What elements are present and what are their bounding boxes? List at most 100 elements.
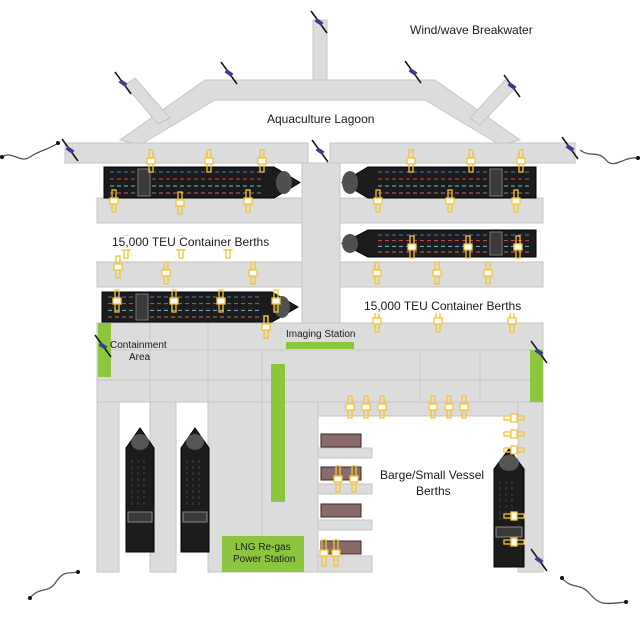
green-facilities	[98, 323, 543, 572]
gantry-crane-icon	[513, 235, 523, 259]
gantry-crane-icon	[445, 189, 455, 213]
lower-wharf	[96, 379, 544, 403]
wave-energy-devices	[0, 141, 640, 605]
container-ship-icon	[341, 166, 537, 199]
pier-left-1	[96, 197, 303, 224]
breakwater-label: Wind/wave Breakwater	[410, 23, 533, 37]
gantry-crane-icon	[503, 413, 525, 423]
breakwater-arch	[118, 79, 522, 146]
imaging-station-label: Imaging Station	[286, 329, 356, 340]
wind-turbine-icon	[530, 340, 548, 364]
central-spine	[301, 162, 341, 324]
gantry-crane-icon	[361, 395, 371, 419]
breakwater-right-span	[329, 142, 576, 164]
vessels	[101, 166, 537, 568]
wind-turbine-icon	[220, 61, 238, 85]
buoy-marker	[56, 141, 60, 145]
buoy-marker	[636, 156, 640, 160]
buoy-marker	[76, 570, 80, 574]
gantry-crane-icon	[146, 149, 156, 173]
gantry-crane-icon	[331, 539, 341, 567]
yard-grid-lines	[97, 323, 543, 572]
gantry-crane-icon	[377, 395, 387, 419]
barge-finger-4	[317, 555, 373, 573]
lng-power-station-block	[222, 536, 304, 572]
gantry-crane-icon	[271, 289, 281, 313]
barge-finger-1	[317, 447, 373, 459]
gantry-crane-icon	[204, 149, 214, 173]
barge-icon	[320, 503, 362, 518]
breakwater-left-spur	[124, 77, 171, 125]
gantry-crane-icon	[444, 395, 454, 419]
gantry-crane-icon	[372, 261, 382, 285]
barge-finger-3	[317, 519, 373, 531]
east-facility-block	[530, 350, 543, 402]
breakwater-left-span	[64, 142, 309, 164]
barge-finger-2	[317, 483, 373, 495]
container-ship-icon	[103, 166, 301, 199]
containment-area-block	[98, 323, 111, 377]
container-berths-right-label: 15,000 TEU Container Berths	[364, 299, 522, 313]
container-ship-icon	[125, 427, 155, 553]
wave-generator-icon	[579, 149, 639, 165]
gantry-crane-icon	[373, 189, 383, 213]
gantry-crane-icon	[503, 511, 525, 521]
container-ship-icon	[180, 427, 210, 553]
gantry-crane-icon	[216, 289, 226, 313]
wind-turbine-icon	[530, 548, 548, 572]
terminal-piers	[96, 162, 544, 573]
gantry-crane-icon	[169, 289, 179, 313]
wind-turbine-icon	[114, 71, 132, 95]
barge-berths-label-line2: Berths	[416, 484, 451, 498]
gantry-crane-icon	[511, 189, 521, 213]
pier-right-2	[339, 261, 544, 288]
wind-turbines	[61, 10, 579, 572]
wave-generator-icon	[561, 577, 627, 605]
wind-turbine-icon	[404, 60, 422, 84]
gantry-crane-icon	[345, 395, 355, 419]
storage-strip	[271, 364, 285, 502]
barge-icon	[320, 540, 362, 555]
breakwater	[64, 19, 576, 164]
wind-turbine-icon	[310, 10, 328, 34]
gantry-crane-icon	[175, 191, 185, 215]
west-quay	[96, 401, 120, 573]
gantry-crane-icon	[503, 429, 525, 439]
gantry-crane-icon	[112, 289, 122, 313]
barge-berths-label-line1: Barge/Small Vessel	[380, 468, 485, 482]
lng-label-line2: Power Station	[233, 554, 296, 565]
gantry-crane-icon	[466, 149, 476, 173]
container-ship-icon	[340, 229, 537, 258]
gantry-crane-icon	[319, 539, 329, 567]
wind-turbine-icon	[311, 139, 329, 163]
wind-turbine-icon	[94, 334, 112, 358]
imaging-station-block	[286, 342, 354, 349]
gantry-crane-icon	[333, 465, 343, 493]
gantry-crane-icon	[406, 149, 416, 173]
gantry-crane-icon	[243, 189, 253, 213]
buoy-marker	[624, 600, 628, 604]
wave-generator-icon	[29, 571, 79, 599]
lng-label-line1: LNG Re-gas	[235, 542, 291, 553]
gantry-crane-icon	[503, 445, 525, 455]
gantry-crane-icon	[257, 149, 267, 173]
gantry-crane-icon	[463, 235, 473, 259]
wind-turbine-icon	[503, 74, 521, 98]
gantry-crane-icon	[516, 149, 526, 173]
buoy-marker	[560, 576, 564, 580]
gantry-crane-icon	[459, 395, 469, 419]
gantry-crane-icon	[261, 315, 271, 339]
lagoon-label: Aquaculture Lagoon	[267, 112, 375, 126]
buoy-marker	[28, 596, 32, 600]
buoy-marker	[0, 155, 4, 159]
containment-label-line1: Containment	[110, 340, 167, 351]
gantry-cranes	[109, 149, 526, 567]
gantry-crane-icon	[432, 261, 442, 285]
gantry-crane-icon	[503, 537, 525, 547]
gantry-crane-icon	[113, 255, 123, 279]
barge-icon	[320, 433, 362, 448]
container-berths-left-label: 15,000 TEU Container Berths	[112, 235, 270, 249]
wind-turbine-icon	[61, 138, 79, 162]
